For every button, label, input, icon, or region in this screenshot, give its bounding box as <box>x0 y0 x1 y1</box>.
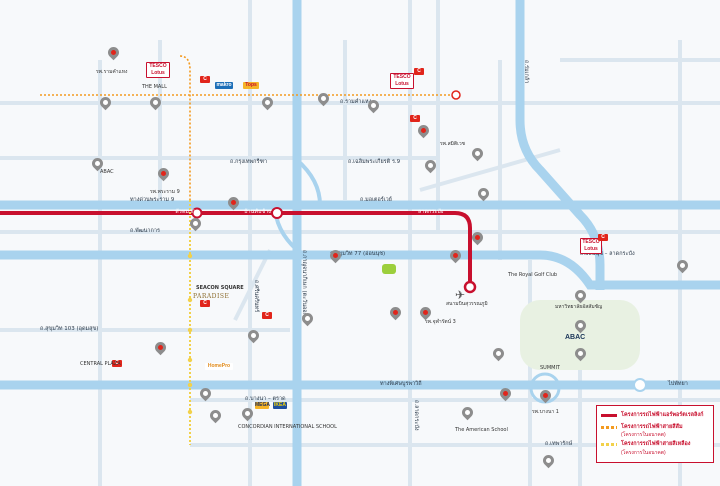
brand-tesco-lotus-2[interactable]: TESCO Lotus <box>390 73 414 89</box>
label-sukhumvit77: ถ.สุขุมวิท 77 (อ่อนนุช) <box>330 251 386 257</box>
place-american-school: The American School <box>455 427 508 433</box>
legend-red: โครงการรถไฟฟ้าแอร์พอร์ตเรลลิงก์ <box>601 411 703 419</box>
brand-big-c[interactable]: C <box>200 76 210 83</box>
place-airport: สนามบินสุวรรณภูมิ <box>446 301 488 307</box>
brand-big-c-3[interactable]: C <box>410 115 420 122</box>
label-onnut-lat-krabang: ถ.อ่อนนุช – ลาดกระบัง <box>580 251 635 257</box>
legend-yellow: โครงการรถไฟฟ้าสายสีเหลือง <box>601 440 690 448</box>
legend-yellow-sub: (โครงการในอนาคต) <box>621 450 666 456</box>
label-ramkhamhaeng: ถ.รามคำแหง <box>340 99 372 105</box>
rail-orange-line <box>40 55 455 200</box>
brand-tesco-lotus-3[interactable]: TESCO Lotus <box>580 238 602 254</box>
label-to-pattaya: ไปพัทยา <box>668 381 688 387</box>
label-chaloem-phrakiat: ถ.เฉลิมพระเกียรติ ร.9 <box>348 159 401 165</box>
brand-home-pro[interactable]: HomePro <box>205 363 233 370</box>
abac-logo[interactable]: ABAC <box>565 334 586 341</box>
brand-big-c-7[interactable]: C <box>598 234 608 241</box>
label-thepharak: ถ.เทพารักษ์ <box>545 441 573 447</box>
place-royal-golf: The Royal Golf Club <box>508 272 558 278</box>
brand-big-c-6[interactable]: C <box>112 360 122 367</box>
brand-ikea[interactable]: IKEA <box>273 402 287 409</box>
legend-yellow-swatch <box>601 442 617 446</box>
legend-orange-swatch <box>601 425 617 429</box>
place-the-mall: THE MALL <box>142 84 167 90</box>
station-lat-krabang[interactable]: ลาดกระบัง <box>418 209 444 215</box>
rail-airport-terminus <box>463 280 477 294</box>
yellow-stations <box>187 253 193 415</box>
place-central-plaza: CENTRAL PLAZA <box>80 361 121 367</box>
label-srinakarin-left: ทางด่วนพระราม 9 <box>130 197 175 203</box>
label-burapha-withi: ทางพิเศษบูรพาวิถี <box>380 381 422 387</box>
rail-airport-link <box>0 211 472 285</box>
legend-orange-label: โครงการรถไฟฟ้าสายสีส้ม <box>621 424 683 430</box>
place-summit: SUMMIT <box>540 365 560 371</box>
place-paradise-park[interactable]: PARADISE <box>193 293 230 300</box>
place-srinakarin-hosp: รพ.สมิติเวช <box>440 141 466 147</box>
brand-makro[interactable]: makro <box>215 82 233 89</box>
label-phatthanakan: ถ.พัฒนาการ <box>130 228 160 234</box>
label-motorway: ถ.มอเตอร์เวย์ <box>360 197 392 203</box>
place-hosp-ramkhamhaeng: รพ.รามคำแหง <box>96 69 128 75</box>
road-onnut-lat-krabang <box>539 250 720 290</box>
place-seacon-square: SEACON SQUARE <box>196 285 244 291</box>
place-hosp-bangna: รพ.บางนา 1 <box>532 409 559 415</box>
label-lat-krabang-road: ถ.ลาดกระบัง <box>413 400 419 431</box>
park-badge <box>382 264 396 274</box>
label-sukhumvit103: ถ.สุขุมวิท 103 (อุดมสุข) <box>40 326 99 332</box>
abac-campus-area <box>520 300 640 370</box>
place-abac-school: ABAC <box>100 169 114 175</box>
brand-tops[interactable]: Tops <box>243 82 259 89</box>
map-legend: โครงการรถไฟฟ้าแอร์พอร์ตเรลลิงก์ โครงการร… <box>596 405 714 463</box>
brand-big-c-4[interactable]: C <box>200 300 210 307</box>
place-concordian: CONCORDIAN INTERNATIONAL SCHOOL <box>238 424 337 430</box>
brand-big-c-5[interactable]: C <box>262 312 272 319</box>
rail-orange-terminus <box>451 90 461 100</box>
brand-tesco-lotus[interactable]: TESCO Lotus <box>146 62 170 78</box>
label-bangna-trat: ถ.บางนา – ตราด <box>245 396 286 402</box>
station-ban-thap-chang[interactable]: บ้านทับช้าง <box>244 209 271 215</box>
legend-orange-sub: (โครงการในอนาคต) <box>621 432 666 438</box>
airport-icon: ✈ <box>455 288 466 302</box>
brand-big-c-2[interactable]: C <box>414 68 424 75</box>
place-university: มหาวิทยาลัยอัสสัมชัญ <box>555 304 603 310</box>
label-srinakarin-v: ถ.ศรีนครินทร์ <box>253 280 259 313</box>
legend-red-label: โครงการรถไฟฟ้าแอร์พอร์ตเรลลิงก์ <box>621 412 704 418</box>
station-ban-thap-chang-marker <box>271 207 283 219</box>
place-rama9-hosp: รพ.พระราม 9 <box>150 189 180 195</box>
label-kanchanaphisek: ถ.กาญจนาภิเษก (ตะวันออก) <box>301 250 307 319</box>
label-romklao: ถ.ร่มเกล้า <box>523 60 529 84</box>
station-hua-mak[interactable]: หัวหมาก <box>175 209 196 215</box>
label-krungthep-kreetha: ถ.กรุงเทพกรีฑา <box>230 159 268 165</box>
legend-orange: โครงการรถไฟฟ้าสายสีส้ม <box>601 423 683 431</box>
place-hosp-chularat: รพ.จุฬารัตน์ 3 <box>425 319 456 325</box>
brand-mega[interactable]: MEGA <box>255 402 270 409</box>
legend-yellow-label: โครงการรถไฟฟ้าสายสีเหลือง <box>621 441 691 447</box>
legend-red-swatch <box>601 413 617 417</box>
